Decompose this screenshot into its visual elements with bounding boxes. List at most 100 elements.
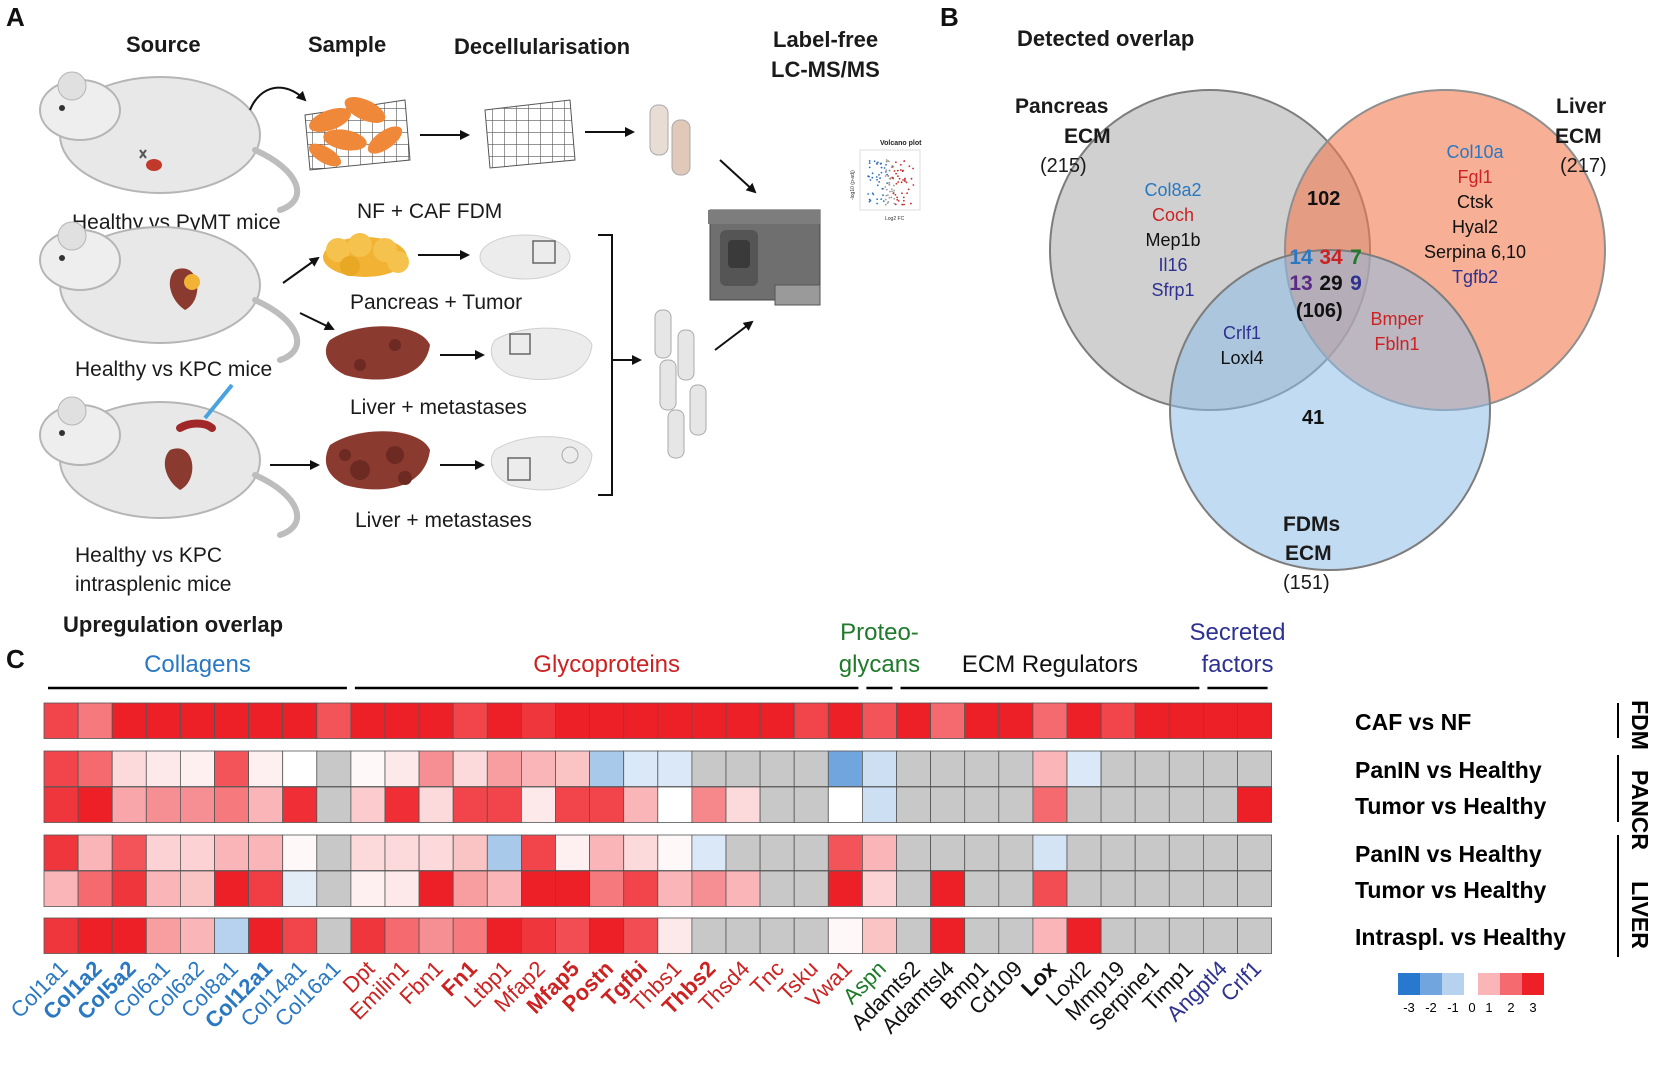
heatmap-cell (418, 870, 454, 907)
category-label: factors (1201, 651, 1273, 678)
volcano-plot-thumbnail: Volcano plot Log2 FC -log10 (p-adj) (850, 140, 922, 222)
heatmap-cell (964, 750, 1000, 787)
legend-tick-label: 1 (1485, 1000, 1492, 1015)
volcano-dot (869, 179, 872, 181)
heatmap-cell (759, 786, 795, 823)
category-label: Collagens (144, 651, 251, 678)
heatmap-cell (896, 786, 931, 823)
volcano-dot (894, 203, 897, 206)
mouse-label-intrasplenic-1: Healthy vs KPC (75, 544, 222, 567)
volcano-dot (882, 200, 885, 203)
heatmap-cell (452, 750, 488, 787)
volcano-dot (884, 186, 887, 188)
heatmap-cell (555, 834, 590, 871)
heatmap-cell (862, 834, 897, 871)
venn-liver-gene: Ctsk (1457, 192, 1494, 212)
heatmap-cell (589, 786, 625, 823)
volcano-dot (910, 177, 913, 180)
heatmap-cell (111, 750, 147, 787)
venn-liver-gene: Serpina 6,10 (1424, 242, 1526, 262)
volcano-dot (885, 169, 888, 171)
heatmap-cell (657, 750, 693, 787)
volcano-dot (902, 179, 904, 181)
volcano-dot (891, 176, 894, 179)
heatmap-cell (43, 834, 79, 871)
heatmap-cell (1032, 917, 1068, 954)
heatmap-cell (1203, 750, 1238, 787)
heatmap-cell (350, 834, 386, 871)
heatmap-cell (418, 786, 454, 823)
decellularised-mesh-illustration (484, 99, 576, 169)
heatmap-cell (282, 834, 318, 871)
volcano-dot (867, 193, 870, 195)
heatmap-cell (793, 834, 829, 871)
mouse-illustration-kpc (39, 221, 301, 363)
heatmap-cell (930, 870, 966, 907)
volcano-dot (868, 175, 870, 178)
volcano-dot (901, 170, 904, 173)
heatmap-cell (964, 917, 1000, 954)
volcano-dot (871, 192, 874, 195)
volcano-dot (906, 192, 908, 195)
heatmap-cell (862, 702, 897, 739)
heatmap-cell (1032, 702, 1068, 739)
heatmap-cell (589, 917, 625, 954)
heatmap-row-label: Tumor vs Healthy (1355, 793, 1546, 819)
heatmap-cell (1203, 834, 1238, 871)
heatmap-cell (930, 750, 966, 787)
heatmap-cell (759, 702, 795, 739)
heatmap-cell (248, 750, 284, 787)
heatmap-cell (145, 917, 181, 954)
heatmap-cell (759, 834, 795, 871)
heatmap-cell (316, 870, 352, 907)
heatmap-cell (521, 834, 556, 871)
heatmap-cell (1032, 834, 1068, 871)
heatmap-cell (896, 750, 931, 787)
legend-tick-label: 2 (1507, 1000, 1514, 1015)
volcano-dot (903, 178, 906, 181)
heatmap-cell (589, 702, 625, 739)
venn-liver-gene: Hyal2 (1452, 217, 1498, 237)
heatmap-cell (350, 917, 386, 954)
heatmap-cell (384, 786, 420, 823)
heatmap-cell (384, 750, 420, 787)
volcano-dot (885, 159, 888, 161)
sample-label-liver-2: Liver + metastases (355, 509, 532, 532)
liver-ecm-illustration-2 (490, 436, 593, 491)
heatmap-cell (452, 917, 488, 954)
volcano-dot (908, 165, 911, 168)
volcano-dot (882, 194, 884, 197)
legend-tick-label: 3 (1529, 1000, 1536, 1015)
heatmap-cell (350, 786, 386, 823)
venn-set-liver-name1: Liver (1556, 95, 1606, 118)
heatmap-cell (691, 750, 727, 787)
heatmap-cell (896, 917, 931, 954)
heatmap-cell (759, 870, 795, 907)
volcano-dot (901, 192, 903, 195)
volcano-dot (895, 182, 898, 185)
volcano-dot (884, 198, 887, 201)
heatmap-cell (350, 702, 386, 739)
header-label-free: Label-free (773, 27, 878, 52)
venn-set-fdm-count: (151) (1283, 572, 1330, 594)
volcano-dot (875, 176, 878, 178)
heatmap-cell (384, 870, 420, 907)
header-lcmsms: LC-MS/MS (771, 57, 880, 82)
heatmap-cell (452, 702, 488, 739)
volcano-dot (869, 199, 872, 202)
heatmap-cell (1168, 750, 1204, 787)
heatmap-row-label: Intraspl. vs Healthy (1355, 924, 1566, 950)
heatmap-cell (930, 702, 966, 739)
heatmap-cell (725, 702, 761, 739)
venn-set-liver-name2: ECM (1555, 125, 1602, 148)
heatmap-cell (691, 786, 727, 823)
heatmap-cell (282, 870, 318, 907)
volcano-dot (897, 181, 900, 183)
heatmap-row-label: CAF vs NF (1355, 709, 1471, 735)
mass-spectrometer-illustration (708, 209, 821, 306)
heatmap-cell (214, 786, 249, 823)
heatmap-cell (657, 786, 693, 823)
heatmap-cell (452, 786, 488, 823)
volcano-dot (871, 176, 874, 179)
category-label: Proteo- (840, 619, 919, 646)
